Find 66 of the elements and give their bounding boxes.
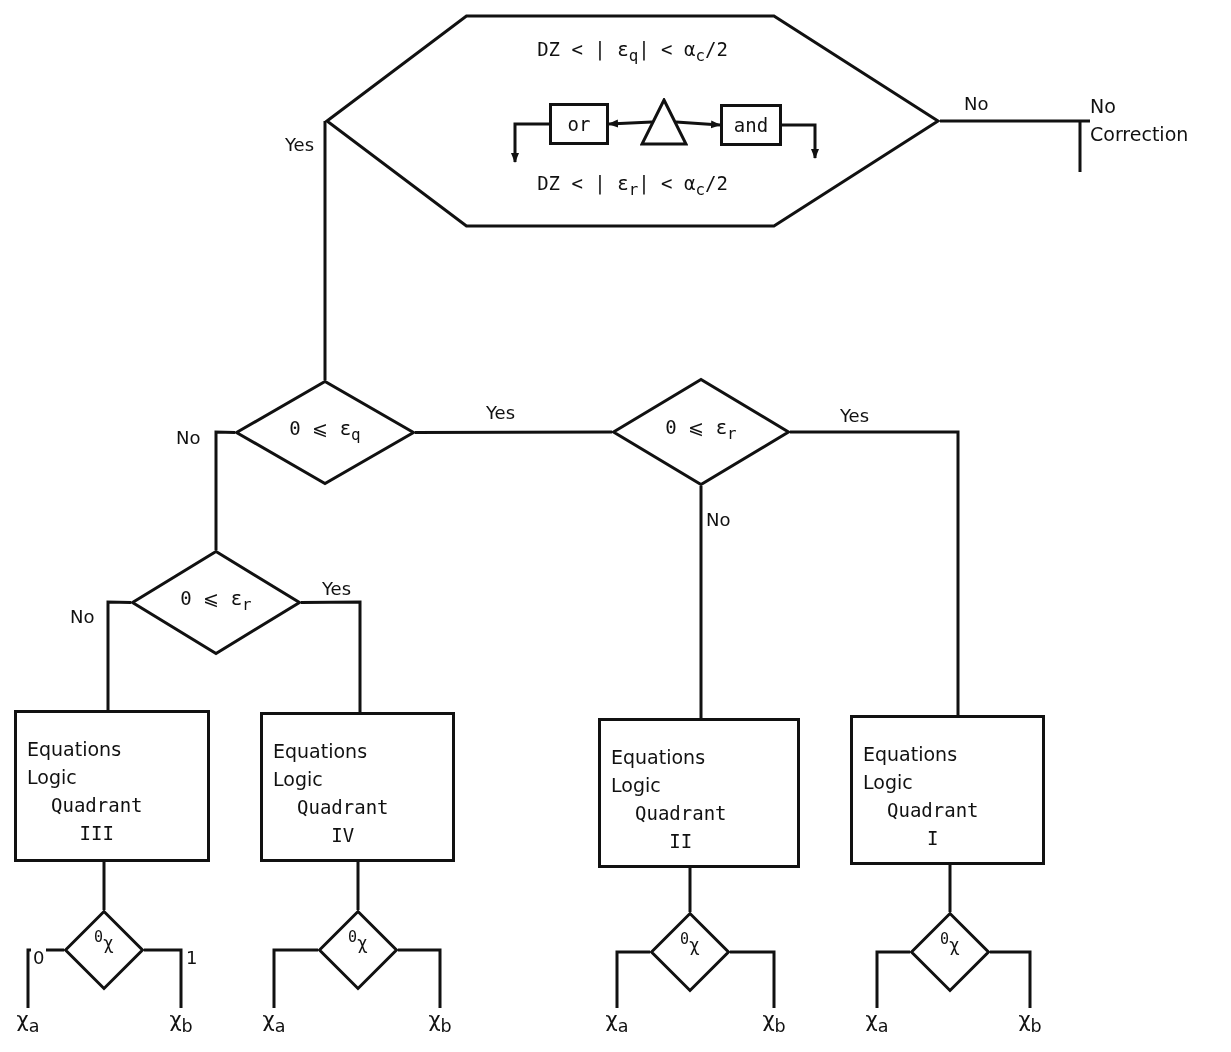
box-title: Equations Logic bbox=[863, 742, 959, 795]
output-symbol: χ$_{a}$ bbox=[604, 1008, 630, 1037]
logic-gate-box bbox=[720, 104, 782, 146]
condition-text: DZ < | ε$_{r}$| < α$_{c}$/2 bbox=[536, 172, 729, 199]
quadrant-label: Quadrant IV bbox=[297, 795, 389, 848]
connector-line bbox=[990, 950, 1032, 1008]
connector-line bbox=[948, 865, 952, 912]
arrow bbox=[675, 120, 721, 129]
condition-text: DZ < | ε$_{q}$| < α$_{c}$/2 bbox=[536, 38, 729, 65]
connector-line bbox=[26, 948, 64, 1008]
switch-diamond bbox=[318, 910, 398, 990]
decision-diamond bbox=[131, 550, 301, 655]
quadrant-label: Quadrant III bbox=[51, 793, 143, 846]
connector-line bbox=[144, 948, 183, 1008]
connector-line bbox=[106, 600, 132, 710]
switch-diamond bbox=[650, 912, 730, 992]
connector-line bbox=[301, 600, 362, 712]
quadrant-label: Quadrant I bbox=[887, 798, 979, 851]
output-symbol: χ$_{b}$ bbox=[761, 1008, 787, 1037]
switch-label: $^{0}$χ bbox=[93, 928, 115, 953]
switch-diamond bbox=[64, 910, 144, 990]
connector-line bbox=[214, 430, 236, 550]
switch-label: $^{0}$χ bbox=[347, 928, 369, 953]
process-box bbox=[260, 712, 455, 862]
output-symbol: χ$_{a}$ bbox=[261, 1008, 287, 1037]
output-symbol: χ$_{a}$ bbox=[864, 1008, 890, 1037]
box-title: Equations Logic bbox=[27, 737, 123, 790]
output-symbol: χ$_{a}$ bbox=[15, 1008, 41, 1037]
gate-label: and bbox=[733, 114, 769, 136]
connector-line bbox=[272, 948, 318, 1008]
connector-line bbox=[615, 950, 650, 1008]
output-symbol: χ$_{b}$ bbox=[168, 1008, 194, 1037]
logic-gate-box bbox=[549, 103, 609, 145]
condition-text: 0 ⩽ ε$_{r}$ bbox=[179, 586, 253, 614]
condition-text: 0 ⩽ ε$_{q}$ bbox=[288, 416, 362, 444]
quadrant-label: Quadrant II bbox=[635, 801, 727, 854]
connector-line bbox=[356, 862, 360, 910]
arrow bbox=[511, 122, 549, 163]
process-box bbox=[598, 718, 800, 868]
connector-line bbox=[790, 430, 960, 715]
condition-text: 0 ⩽ ε$_{r}$ bbox=[664, 415, 738, 443]
connector-line bbox=[875, 950, 910, 1008]
arrow bbox=[608, 119, 653, 128]
process-box bbox=[850, 715, 1045, 865]
switch-diamond bbox=[910, 912, 990, 992]
decision-diamond bbox=[235, 380, 415, 485]
process-box bbox=[14, 710, 210, 862]
decision-hexagon bbox=[325, 14, 940, 228]
connector-line bbox=[398, 948, 442, 1008]
connector-line bbox=[940, 119, 1090, 174]
connector-line bbox=[102, 862, 106, 910]
connector-line bbox=[730, 950, 776, 1008]
result-text: No Correction bbox=[1090, 94, 1190, 147]
connector-line bbox=[323, 121, 327, 380]
output-symbol: χ$_{b}$ bbox=[1017, 1008, 1043, 1037]
decision-diamond bbox=[612, 378, 790, 486]
connector-line bbox=[699, 486, 703, 718]
box-title: Equations Logic bbox=[273, 739, 369, 792]
connector-line bbox=[688, 868, 692, 912]
arrow bbox=[782, 123, 819, 159]
output-symbol: χ$_{b}$ bbox=[427, 1008, 453, 1037]
switch-label: $^{0}$χ bbox=[679, 930, 701, 955]
gate-label: or bbox=[567, 113, 591, 135]
box-title: Equations Logic bbox=[611, 745, 707, 798]
switch-label: $^{0}$χ bbox=[939, 930, 961, 955]
connector-line bbox=[415, 430, 612, 434]
